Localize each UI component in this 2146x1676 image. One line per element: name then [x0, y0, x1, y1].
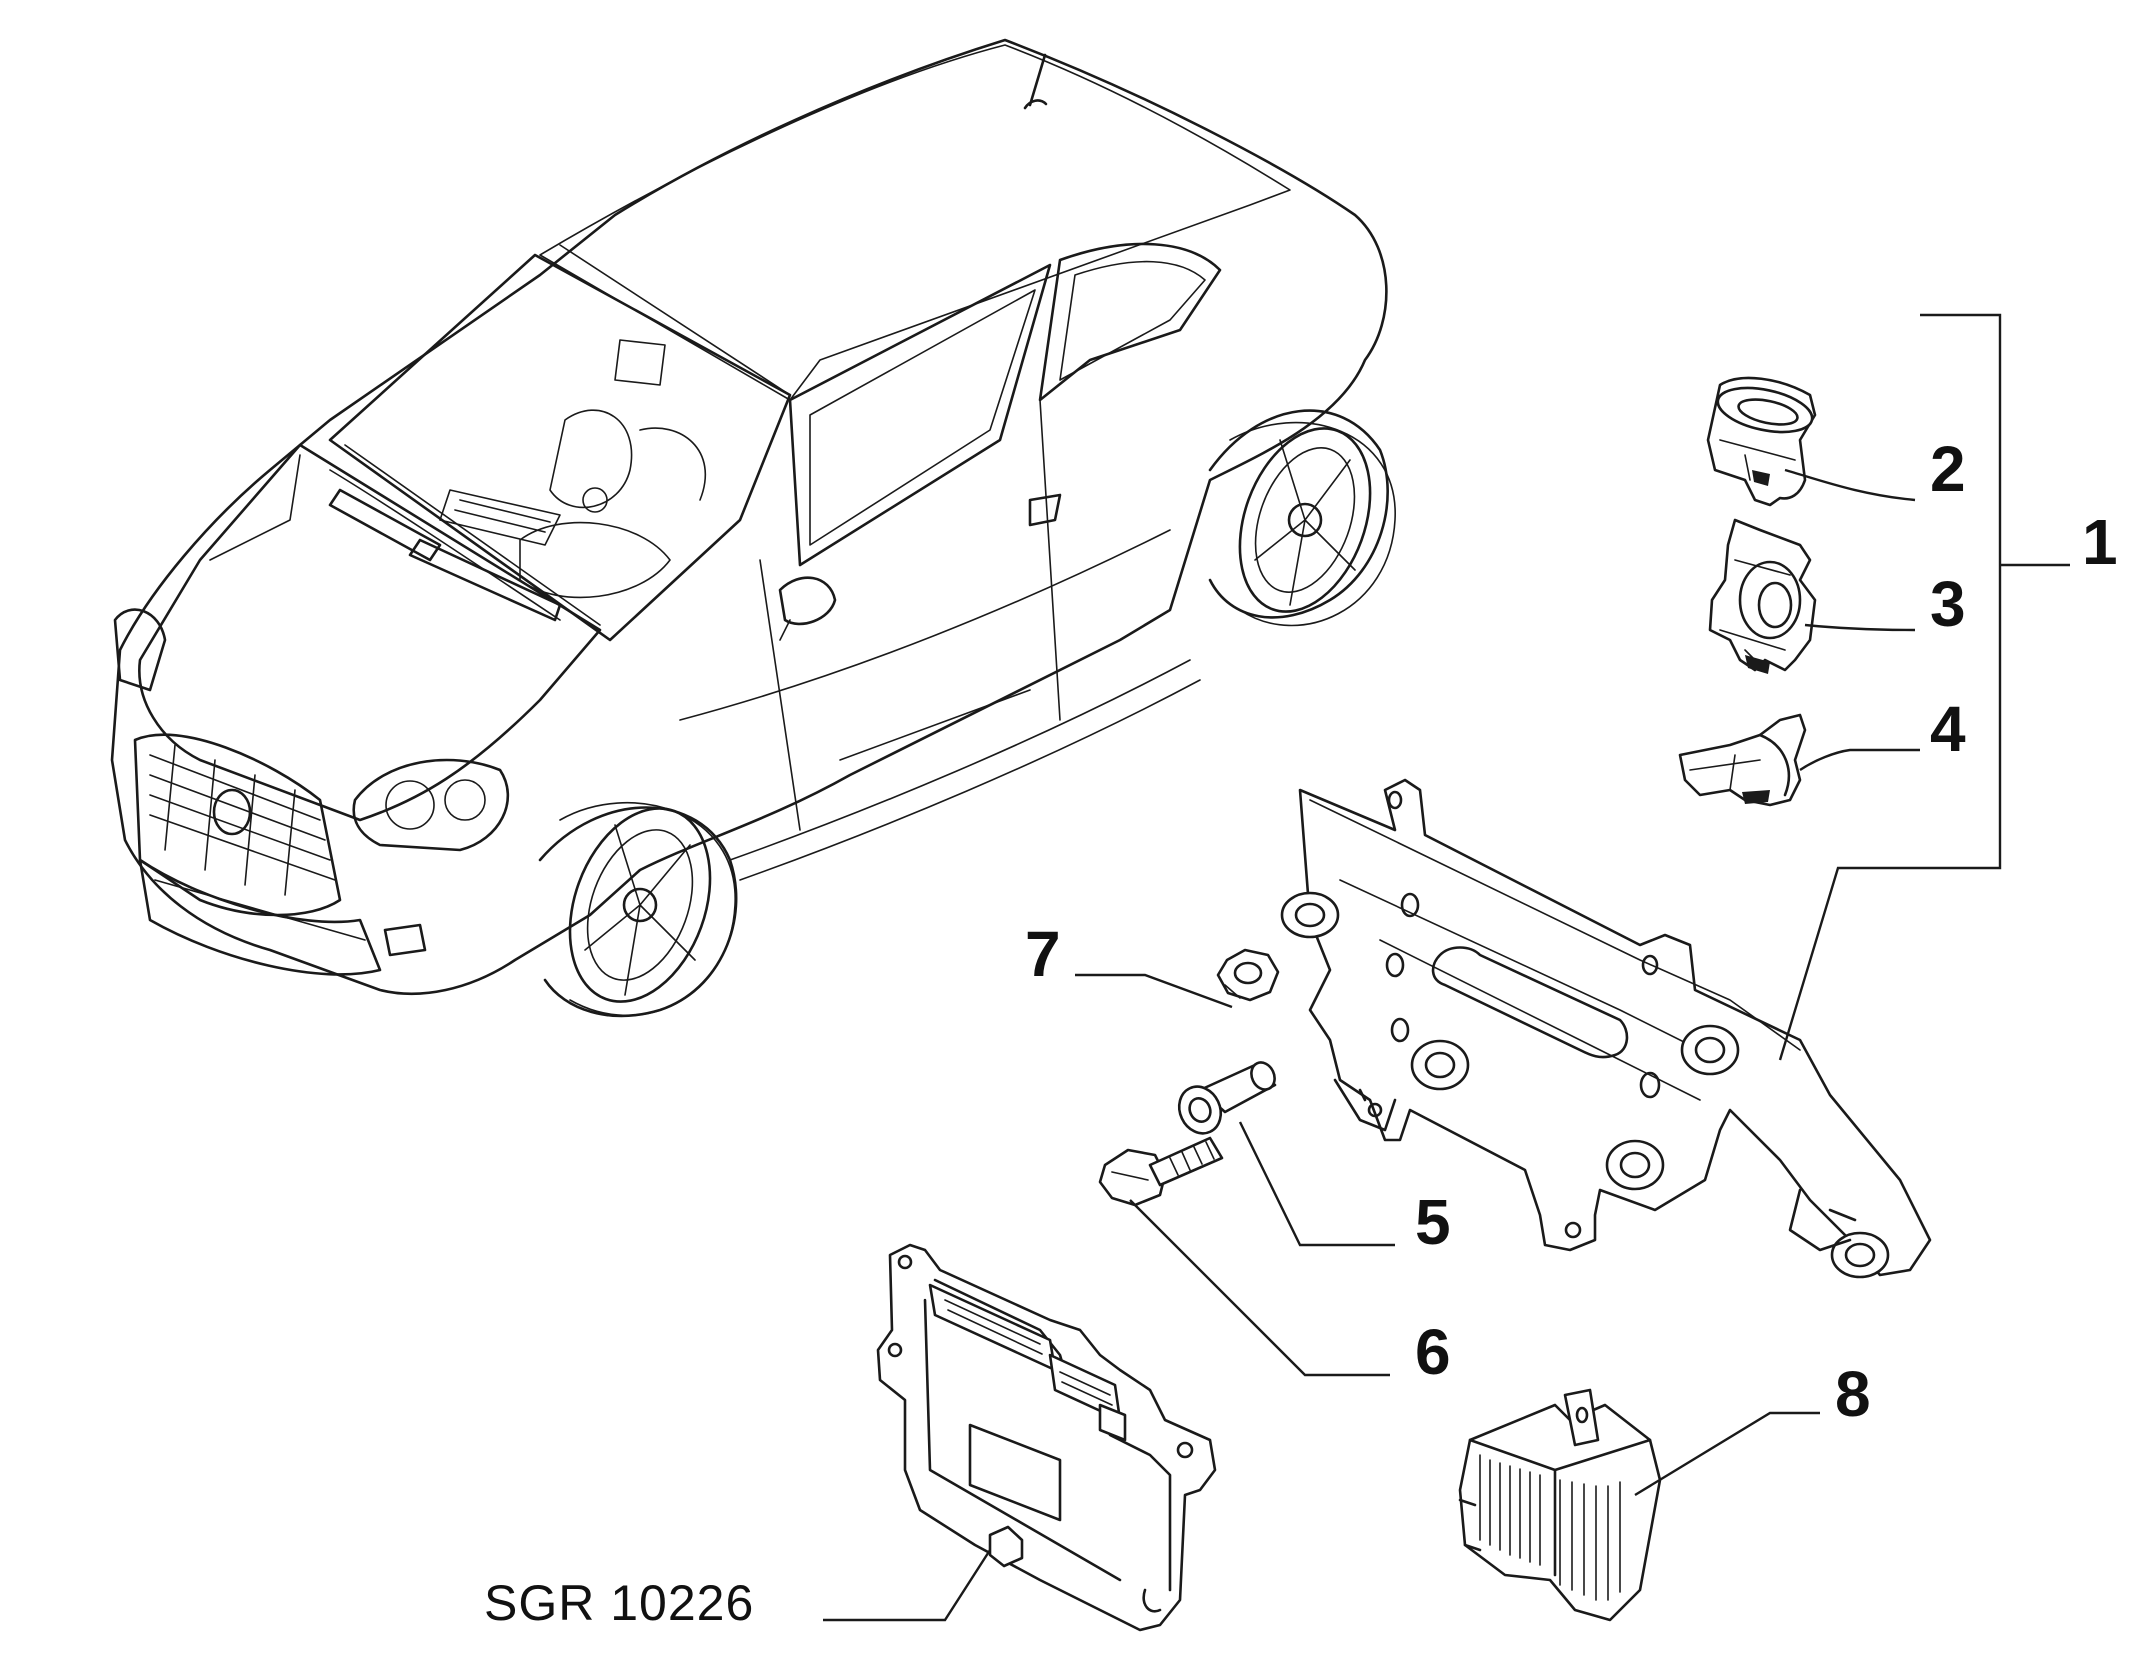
mounting-bracket [1280, 778, 1932, 1279]
callout-4: 4 [1930, 693, 1966, 765]
control-unit-module [876, 1243, 1217, 1632]
bushing-part-5 [1177, 1061, 1277, 1135]
callout-1: 1 [2082, 506, 2118, 578]
clip-part-3 [1708, 518, 1817, 674]
callout-8: 8 [1835, 1358, 1871, 1430]
relay-block-part-8 [1458, 1388, 1662, 1622]
callout-2: 2 [1930, 433, 1966, 505]
callout-7: 7 [1025, 918, 1061, 990]
callout-3: 3 [1930, 568, 1966, 640]
clip-part-2 [1706, 376, 1817, 507]
clip-part-4 [1678, 713, 1807, 807]
bolt-part-6 [1098, 1136, 1224, 1207]
hex-nut-part-7 [1216, 948, 1280, 1002]
car-illustration [110, 38, 1396, 1018]
leader-lines [823, 313, 2070, 1622]
callout-5: 5 [1415, 1186, 1451, 1258]
drawing-code: SGR 10226 [484, 1575, 755, 1631]
callout-6: 6 [1415, 1316, 1451, 1388]
